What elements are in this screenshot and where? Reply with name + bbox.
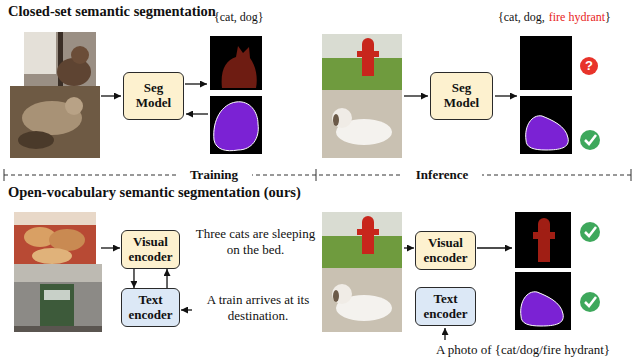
arrow xyxy=(101,247,120,248)
photo-ground xyxy=(322,90,402,158)
cat-mask xyxy=(222,46,257,88)
pillow xyxy=(14,212,96,225)
mask-ground xyxy=(210,96,262,154)
mask-ground xyxy=(515,272,571,330)
dog-head xyxy=(332,108,352,128)
dog-ear xyxy=(333,114,339,126)
arrow xyxy=(404,247,414,248)
check-icon xyxy=(580,130,600,150)
dog-mask xyxy=(521,292,564,326)
hydrant-photo xyxy=(322,212,402,268)
encoder-box: Seg Model xyxy=(430,72,493,120)
check-mark xyxy=(585,297,596,306)
section-title: Open-vocabulary semantic segmentation (o… xyxy=(8,184,301,201)
connector-arrow xyxy=(133,269,134,288)
prompt-text: A photo of {cat/dog/fire hydrant} xyxy=(418,342,628,358)
box-label: Visual encoder xyxy=(126,235,175,265)
arrow xyxy=(477,247,512,248)
encoder-box: Seg Model xyxy=(123,72,184,120)
arrow xyxy=(101,95,121,96)
hydrant-mask xyxy=(538,218,550,230)
check-circle xyxy=(580,222,600,242)
mask-ground xyxy=(520,96,572,154)
station-roof xyxy=(14,264,102,282)
mask-ground xyxy=(515,212,571,268)
section-title: Closed-set semantic segmentation xyxy=(8,3,216,20)
mask-ground xyxy=(210,36,262,90)
novel-class: fire hydrant xyxy=(549,10,605,24)
photo-ground xyxy=(24,32,96,92)
dog-head xyxy=(332,284,352,304)
dog-photo xyxy=(322,90,402,158)
cat-head xyxy=(71,46,89,64)
box-label: Text encoder xyxy=(420,292,471,322)
divider-tick xyxy=(316,169,317,181)
arrow xyxy=(186,113,208,114)
train-window xyxy=(44,290,70,300)
mask-ground xyxy=(520,36,572,90)
animal-head xyxy=(65,97,83,115)
arrow xyxy=(495,95,517,96)
label-row: {cat, dog, fire hydrant} xyxy=(498,10,611,24)
hydrant-photo xyxy=(322,34,402,90)
hydrant-arms xyxy=(357,51,379,57)
cats-photo xyxy=(14,212,96,268)
divider-tick xyxy=(631,169,632,181)
class-set: {cat, dog} xyxy=(214,10,264,24)
caption-text: A train arrives at its destination. xyxy=(194,292,322,323)
dog-photo xyxy=(322,268,402,332)
tracks xyxy=(14,326,102,332)
arrow xyxy=(444,328,445,340)
connector-arrow xyxy=(166,269,167,288)
window xyxy=(24,32,56,74)
encoder-box: Visual encoder xyxy=(415,231,476,270)
dog-ear xyxy=(333,290,339,302)
encoder-box: Text encoder xyxy=(415,287,476,326)
box-label: Seg Model xyxy=(435,81,488,111)
box-label: Visual encoder xyxy=(420,236,471,266)
cat xyxy=(32,248,72,264)
arrow xyxy=(185,83,207,84)
check-mark xyxy=(585,227,596,236)
cat-photo xyxy=(24,32,96,92)
dog-mask xyxy=(526,116,569,150)
photo-ground xyxy=(10,86,100,158)
dog-cat-photo xyxy=(10,86,100,158)
phase-label: Training xyxy=(176,167,252,183)
box-label: Seg Model xyxy=(128,81,179,111)
train-photo xyxy=(14,264,102,332)
class-set: {cat, dog, xyxy=(498,10,545,24)
hydrant-cap xyxy=(362,38,374,50)
check-circle xyxy=(580,130,600,150)
train-body xyxy=(40,284,74,326)
hydrant-arms xyxy=(357,229,379,235)
check-icon xyxy=(580,222,600,242)
arrow xyxy=(181,309,192,310)
photo-ground xyxy=(14,264,102,332)
cat xyxy=(49,229,85,251)
question-icon: ? xyxy=(580,57,598,75)
arrow xyxy=(404,95,428,96)
hydrant-mask xyxy=(533,232,555,239)
check-circle xyxy=(580,292,600,312)
encoder-box: Visual encoder xyxy=(121,230,180,269)
animal-shadow xyxy=(18,131,54,149)
encoder-box: Text encoder xyxy=(121,288,180,327)
caption-text: Three cats are sleeping on the bed. xyxy=(193,226,318,257)
phase-label: Inference xyxy=(402,167,482,183)
cat-body xyxy=(57,58,91,86)
check-mark xyxy=(585,135,596,144)
check-icon xyxy=(580,292,600,312)
dashed-divider xyxy=(4,175,632,176)
box-label: Text encoder xyxy=(126,293,175,323)
divider-tick xyxy=(4,169,5,181)
class-set: } xyxy=(605,10,611,24)
dog-mask xyxy=(214,102,259,151)
hydrant-cap xyxy=(362,216,374,228)
photo-ground xyxy=(322,268,402,332)
photo-ground xyxy=(14,212,96,268)
